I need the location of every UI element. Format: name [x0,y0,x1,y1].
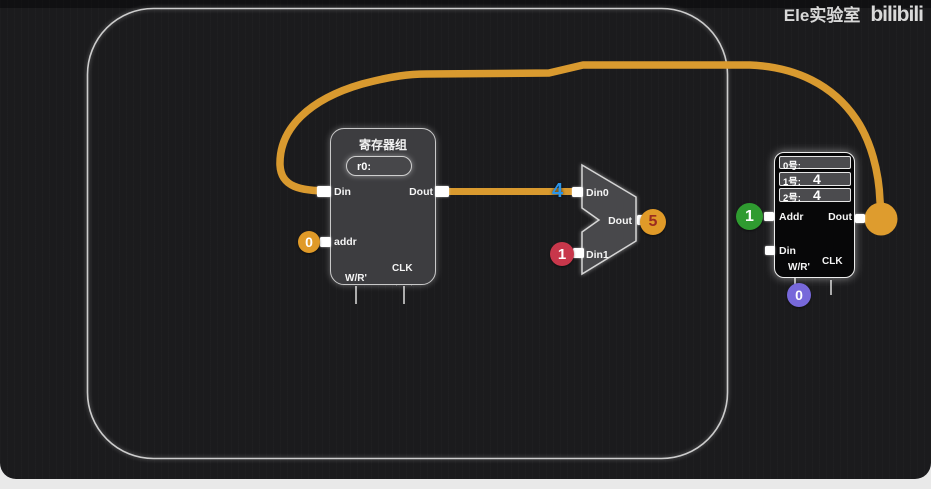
mux-dout-output-badge[interactable]: 5 [640,209,666,235]
memory-din-port[interactable] [765,246,775,255]
mux-din0-label: Din0 [586,187,609,199]
memory-addr-label: Addr [779,211,804,223]
mux-din1-label: Din1 [586,249,609,261]
memory-row-0-label: 0号: [783,161,801,172]
register-file-block[interactable]: 寄存器组 r0: [330,128,436,285]
watermark-channel-name: Ele实验室 [783,6,861,25]
register-dout-label: Dout [409,186,433,198]
memory-row-2-value: 4 [813,187,821,203]
memory-row-2-label: 2号: [783,193,801,204]
register-r0-row[interactable]: r0: [346,156,412,176]
register-din-port[interactable] [317,186,331,197]
memory-addr-input-badge[interactable]: 1 [736,203,763,230]
mux-din1-port[interactable] [573,248,584,258]
memory-wr-input-badge[interactable]: 0 [787,283,811,307]
mux-din0-wire-value: 4 [552,180,564,202]
register-wr-label: W/R' [345,273,367,284]
memory-row-1-value: 4 [813,171,821,187]
register-file-title: 寄存器组 [358,138,407,152]
memory-row-1: 1号: 4 [779,171,851,188]
top-letterbox [0,0,931,8]
memory-din-label: Din [779,245,796,257]
memory-dout-port[interactable] [855,214,865,223]
bilibili-logo: bilibili [870,3,924,26]
register-addr-label: addr [334,236,357,248]
mux-dout-label: Dout [608,215,632,227]
wire-junction-dot[interactable] [864,202,898,236]
memory-row-1-label: 1号: [783,177,801,188]
register-addr-input-badge[interactable]: 0 [298,231,320,253]
register-addr-port[interactable] [320,237,331,247]
register-clk-label: CLK [392,263,413,274]
memory-dout-label: Dout [828,211,852,223]
container-outline [86,7,729,460]
mux-din1-input-badge[interactable]: 1 [550,242,574,266]
register-din-label: Din [334,186,351,198]
memory-addr-port[interactable] [764,212,774,221]
memory-clk-label: CLK [822,256,843,267]
wire-memory-dout-to-register-din[interactable] [276,61,885,216]
mux-din0-port[interactable] [572,187,583,197]
watermark: Ele实验室 bilibili [783,1,924,27]
memory-row-0: 0号: [779,156,851,172]
register-dout-port[interactable] [435,186,449,197]
memory-wr-label: W/R' [788,262,810,273]
memory-row-2: 2号: 4 [779,187,851,204]
